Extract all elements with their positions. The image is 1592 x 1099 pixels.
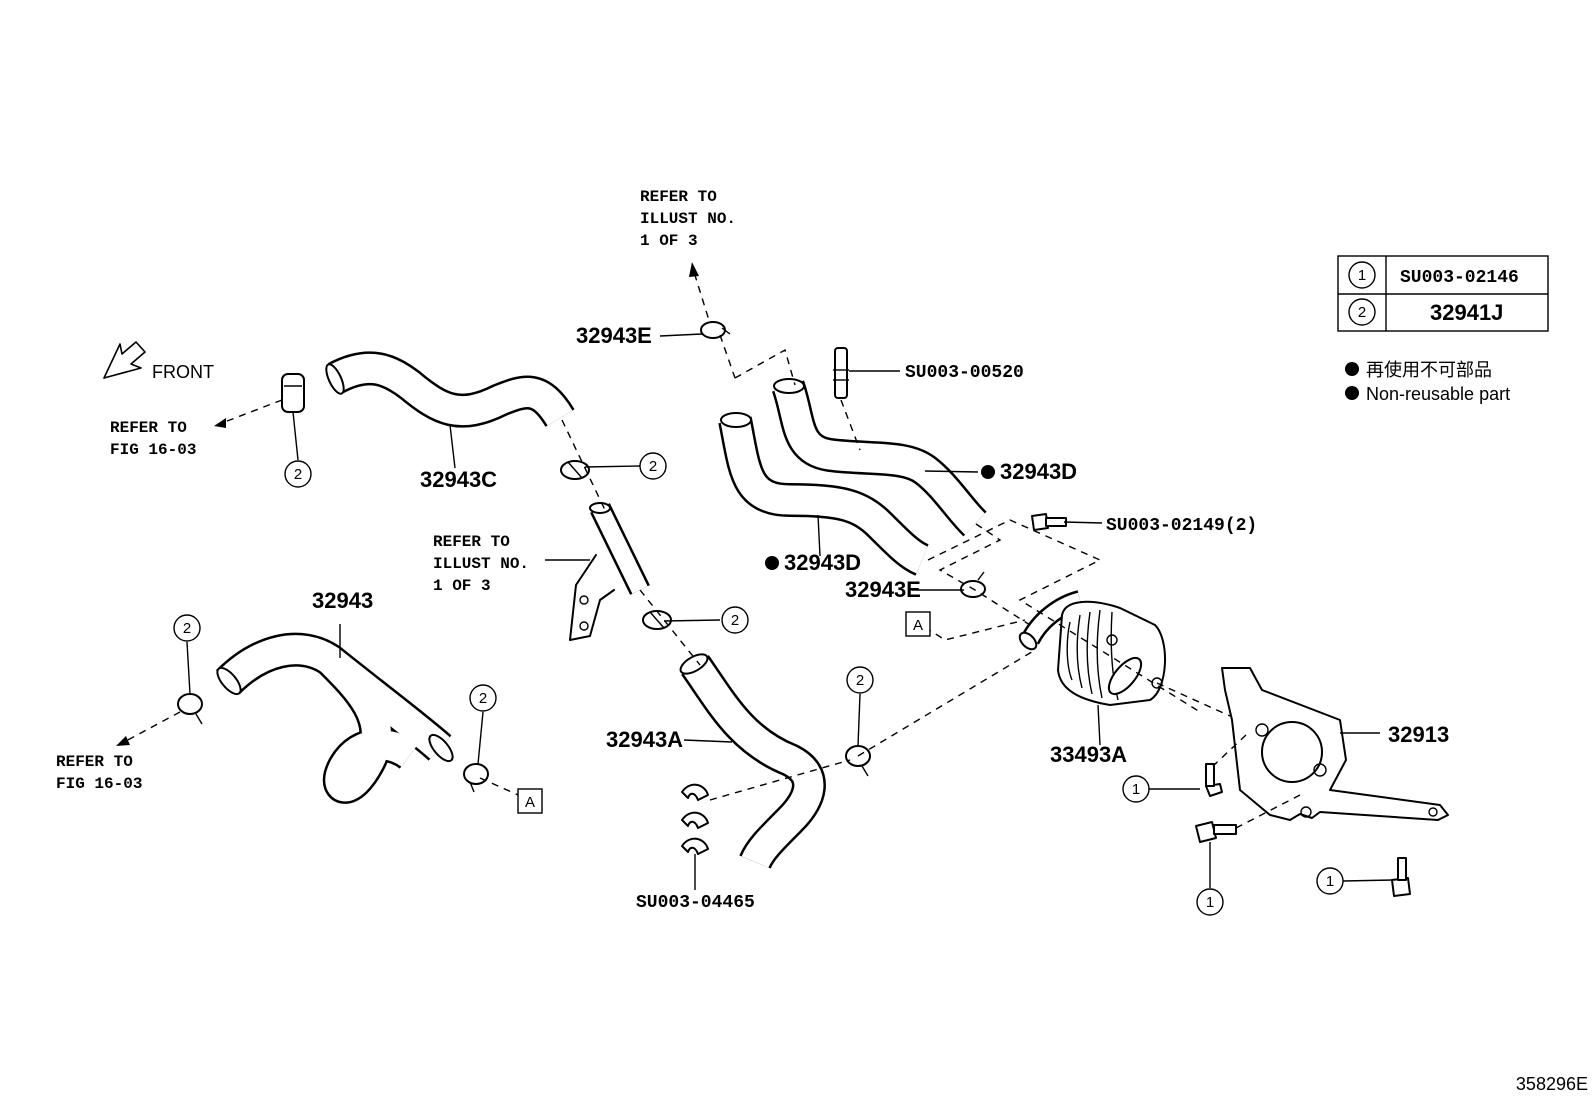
ref-circle-2: 2 <box>721 606 749 634</box>
svg-text:2: 2 <box>294 466 302 483</box>
bolt-icon <box>1391 857 1411 897</box>
clamp-icon <box>700 321 731 339</box>
refer-illust-top-line1: REFER TO <box>640 188 717 206</box>
legend-ref-1: 1 <box>1358 267 1366 284</box>
leader-lines <box>186 333 1394 890</box>
ref-circle-1: 1 <box>1196 888 1224 916</box>
part-label-32943e-mid: 32943E <box>845 577 921 602</box>
svg-text:1: 1 <box>1132 781 1140 798</box>
part-label-su003-02149: SU003-02149(2) <box>1106 516 1257 536</box>
part-label-32943d-upper: 32943D <box>1000 459 1077 484</box>
non-reusable-marker <box>981 465 995 479</box>
refer-fig-bottom-line1: REFER TO <box>56 753 133 771</box>
part-label-32943e-top: 32943E <box>576 323 652 348</box>
svg-text:1: 1 <box>1206 894 1214 911</box>
connector-a-label: A <box>525 794 535 811</box>
refer-illust-mid-line1: REFER TO <box>433 533 510 551</box>
refer-illust-top-line3: 1 OF 3 <box>640 232 698 250</box>
part-label-32943c: 32943C <box>420 467 497 492</box>
clamp-icon <box>845 745 871 777</box>
clamp-icon <box>463 763 489 793</box>
svg-text:1: 1 <box>1326 873 1334 890</box>
clamp-icon <box>177 693 203 725</box>
refer-fig-top-line2: FIG 16-03 <box>110 441 196 459</box>
svg-text:2: 2 <box>856 672 864 689</box>
refer-illust-top-line2: ILLUST NO. <box>640 210 736 228</box>
non-reusable-note: 再使用不可部品 Non-reusable part <box>1345 360 1510 404</box>
part-label-su003-04465: SU003-04465 <box>636 893 755 913</box>
legend-table: 1 2 SU003-02146 32941J <box>1337 255 1549 332</box>
part-label-32943d-lower: 32943D <box>784 550 861 575</box>
connector-a-box: A <box>517 788 543 814</box>
part-label-32913: 32913 <box>1388 722 1449 747</box>
legend-part-2: 32941J <box>1430 300 1503 325</box>
legend-part-1: SU003-02146 <box>1400 268 1519 288</box>
clamp-icon <box>642 610 672 630</box>
bracket-32913 <box>1221 667 1449 821</box>
non-reusable-jp: 再使用不可部品 <box>1366 360 1492 380</box>
refer-arrows <box>116 262 713 746</box>
ref-circle-2: 2 <box>173 614 201 642</box>
svg-text:2: 2 <box>183 620 191 637</box>
oil-cooler-33493a <box>1018 590 1166 706</box>
hose-32943c <box>325 351 575 428</box>
ref-circle-2: 2 <box>469 684 497 712</box>
hose-32943a <box>679 653 826 870</box>
non-reusable-en: Non-reusable part <box>1366 384 1510 404</box>
refer-illust-mid-line2: ILLUST NO. <box>433 555 529 573</box>
ref-circle-1: 1 <box>1316 867 1344 895</box>
connector-su003-00520 <box>833 347 861 451</box>
bolt-icon <box>1205 763 1223 797</box>
bolt-icon <box>1031 513 1067 531</box>
front-arrow-icon <box>103 341 146 379</box>
part-label-32943: 32943 <box>312 588 373 613</box>
clip-su003-04465-icon <box>681 783 709 855</box>
part-label-32943a: 32943A <box>606 727 683 752</box>
ref-circle-1: 1 <box>1122 775 1150 803</box>
svg-text:2: 2 <box>731 612 739 629</box>
legend-ref-2: 2 <box>1358 304 1366 321</box>
part-label-su003-00520: SU003-00520 <box>905 363 1024 383</box>
hose-32943 <box>215 632 454 804</box>
refer-fig-top-line1: REFER TO <box>110 419 187 437</box>
ref-circle-2: 2 <box>284 460 312 488</box>
clamp-icon <box>560 460 590 480</box>
clamp-icon <box>281 373 305 413</box>
svg-text:2: 2 <box>649 458 657 475</box>
non-reusable-marker <box>765 556 779 570</box>
connector-a-box: A <box>905 611 931 637</box>
connector-a-label: A <box>913 617 923 634</box>
ref-circle-2: 2 <box>846 666 874 694</box>
ref-circle-2: 2 <box>639 452 667 480</box>
refer-fig-bottom-line2: FIG 16-03 <box>56 775 142 793</box>
hose-32943d-upper <box>771 378 988 537</box>
pipe-bracket <box>569 502 650 641</box>
figure-number: 358296E <box>1516 1074 1588 1094</box>
svg-text:2: 2 <box>479 690 487 707</box>
bolt-icon <box>1195 821 1237 843</box>
refer-illust-mid-line3: 1 OF 3 <box>433 577 491 595</box>
front-label: FRONT <box>152 362 214 382</box>
hose-32943d-lower <box>718 412 930 576</box>
part-label-33493a: 33493A <box>1050 742 1127 767</box>
